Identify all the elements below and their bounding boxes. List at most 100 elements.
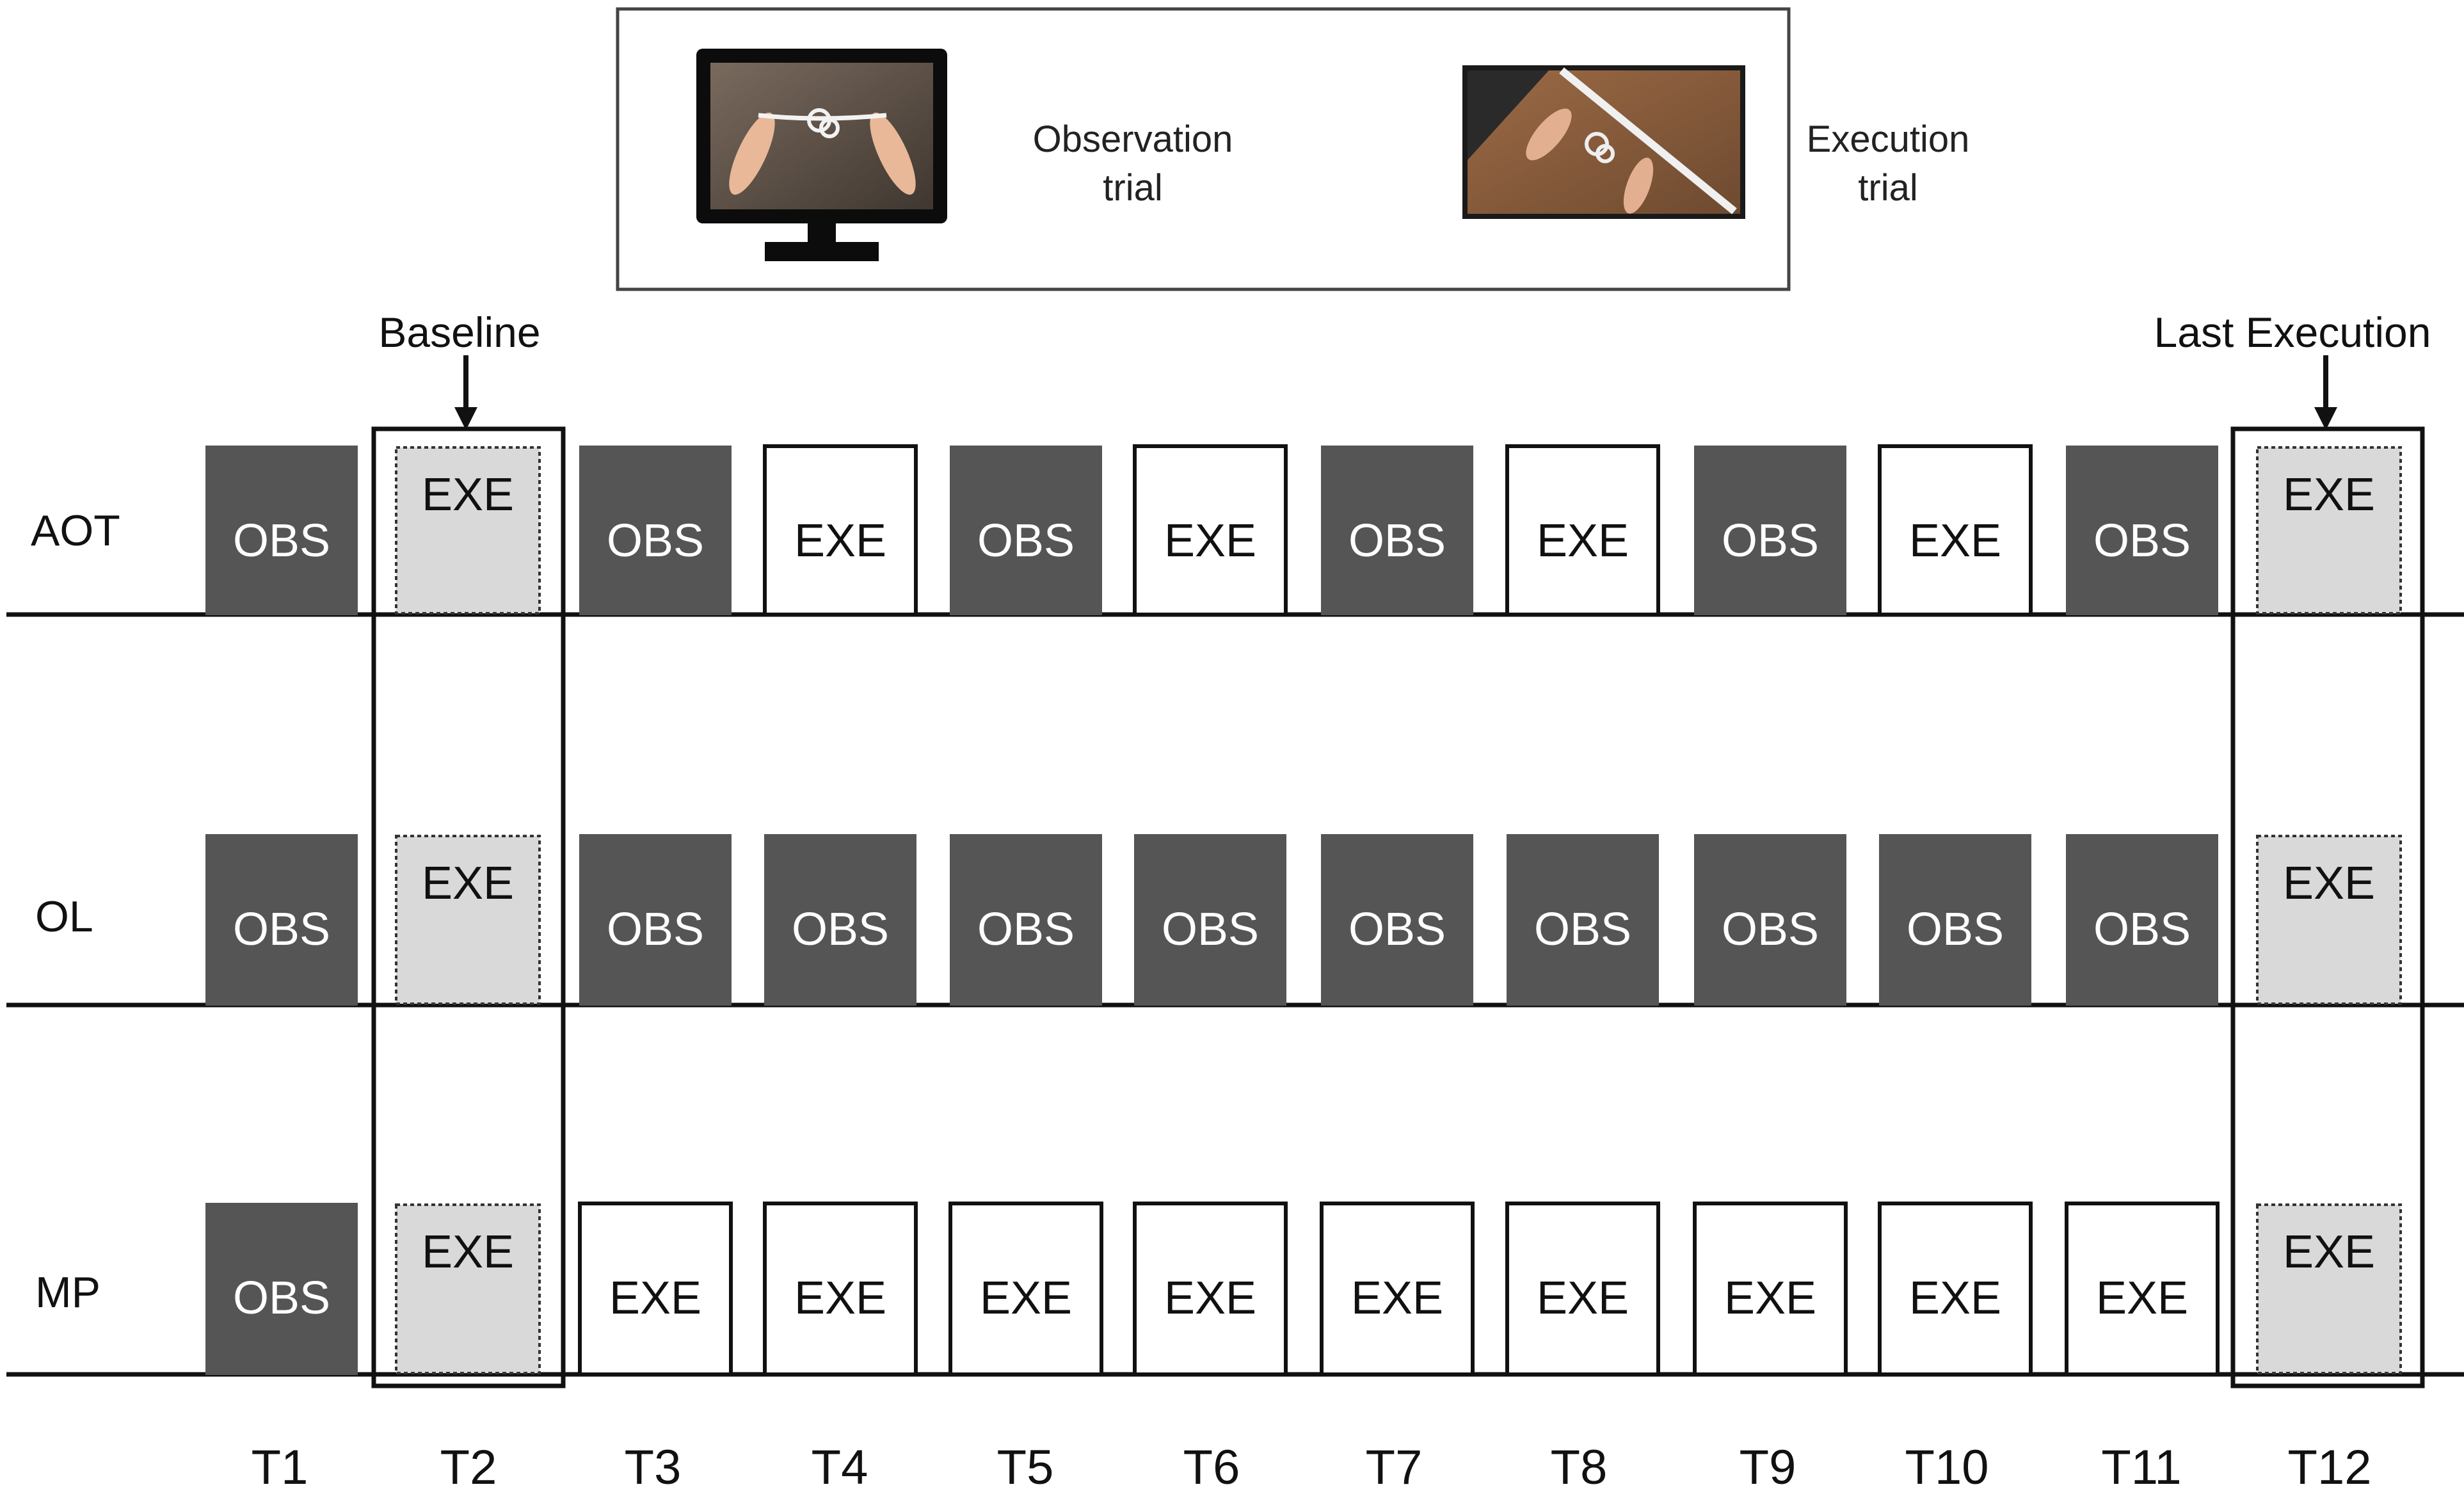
trial-box-label: EXE <box>794 515 886 567</box>
trial-box-label: EXE <box>1909 515 2001 567</box>
trial-box-label: EXE <box>980 1273 1072 1324</box>
trial-cell-aot-t12: EXE <box>2256 446 2402 615</box>
trial-label-t6: T6 <box>1183 1440 1240 1495</box>
trial-box <box>1133 444 1288 616</box>
trial-label-t11: T11 <box>2101 1440 2181 1495</box>
trial-box-label: EXE <box>422 1227 514 1278</box>
legend-observation-label-line2: trial <box>1103 167 1162 209</box>
legend-execution-label-line1: Execution <box>1807 118 1970 160</box>
trial-box-label: OBS <box>1348 515 1446 567</box>
trial-box-label: OBS <box>977 904 1075 955</box>
trial-box <box>205 446 358 615</box>
trial-box-label: EXE <box>794 1273 886 1324</box>
trial-box-label: OBS <box>1534 904 1631 955</box>
trial-cell-ol-t1: OBS <box>205 834 358 1006</box>
trial-cell-ol-t9: OBS <box>1694 834 1846 1006</box>
legend-execution-label-line2: trial <box>1858 167 1917 209</box>
trial-label-t2: T2 <box>440 1440 497 1495</box>
trial-box-label: OBS <box>233 904 330 955</box>
trial-cell-mp-t1: OBS <box>205 1203 358 1375</box>
trial-box <box>1878 444 2033 616</box>
trial-box <box>2066 446 2218 615</box>
trial-box-label: EXE <box>1537 1273 1629 1324</box>
trial-label-t5: T5 <box>997 1440 1054 1495</box>
trial-box <box>763 444 918 616</box>
trial-cell-mp-t2: EXE <box>395 1203 541 1374</box>
trial-box <box>1693 1202 1848 1376</box>
trial-box <box>579 834 732 1006</box>
row-label-ol: OL <box>35 892 93 941</box>
row-label-aot: AOT <box>31 506 120 555</box>
trial-box <box>764 834 916 1006</box>
trial-box <box>2256 1203 2402 1374</box>
trial-cell-ol-t12: EXE <box>2256 835 2402 1005</box>
trial-box-label: EXE <box>2283 1227 2375 1278</box>
trial-box-label: EXE <box>1164 1273 1256 1324</box>
trial-cell-mp-t11: EXE <box>2065 1202 2220 1376</box>
trial-box-label: EXE <box>609 1273 701 1324</box>
trial-cell-mp-t7: EXE <box>1320 1202 1475 1376</box>
trial-box-label: EXE <box>2283 469 2375 520</box>
trial-label-t7: T7 <box>1366 1440 1423 1495</box>
trial-box-label: OBS <box>1722 515 1819 567</box>
trial-box <box>2065 1202 2220 1376</box>
trial-box <box>948 1202 1103 1376</box>
legend-observation-label-line1: Observation <box>1033 118 1233 160</box>
baseline-label: Baseline <box>378 309 540 356</box>
trial-box <box>2256 446 2402 615</box>
trial-label-t9: T9 <box>1740 1440 1796 1495</box>
trial-cells: OBS EXE OBS EXE OBS EXE OBS EXE OBS EXE OBS EXE OBS E… <box>205 444 2402 1376</box>
trial-label-t10: T10 <box>1905 1440 1989 1495</box>
trial-cell-mp-t9: EXE <box>1693 1202 1848 1376</box>
trial-cell-ol-t7: OBS <box>1321 834 1473 1006</box>
trial-box <box>2256 835 2402 1005</box>
trial-box <box>205 1203 358 1375</box>
trial-cell-mp-t3: EXE <box>578 1202 733 1376</box>
trial-box <box>1320 1202 1475 1376</box>
trial-box <box>1505 1202 1660 1376</box>
trial-box <box>1507 834 1659 1006</box>
trial-box <box>1133 1202 1288 1376</box>
trial-box <box>205 834 358 1006</box>
trial-cell-ol-t6: OBS <box>1134 834 1286 1006</box>
trial-axis: T1 T2 T3 T4 T5 T6 T7 T8 T9 T10 T11 T12 <box>252 1440 2372 1495</box>
trial-cell-aot-t6: EXE <box>1133 444 1288 616</box>
baseline-highlight-frame <box>371 426 566 1388</box>
trial-box-label: EXE <box>1164 515 1256 567</box>
trial-cell-mp-t10: EXE <box>1878 1202 2033 1376</box>
trial-cell-mp-t8: EXE <box>1505 1202 1660 1376</box>
trial-box-label: OBS <box>792 904 889 955</box>
trial-box <box>763 1202 918 1376</box>
trial-box-label: OBS <box>977 515 1075 567</box>
trial-box <box>578 1202 733 1376</box>
trial-box <box>395 835 541 1005</box>
trial-box-label: OBS <box>1907 904 2004 955</box>
last-execution-arrow-icon <box>2314 355 2337 430</box>
legend-box: Observation trial Execution trial <box>616 7 1970 291</box>
trial-box-label: EXE <box>1909 1273 2001 1324</box>
trial-label-t8: T8 <box>1551 1440 1608 1495</box>
trial-box <box>2066 834 2218 1006</box>
trial-box <box>1694 834 1846 1006</box>
trial-box-label: OBS <box>607 904 704 955</box>
trial-box-label: OBS <box>607 515 704 567</box>
trial-cell-ol-t10: OBS <box>1879 834 2031 1006</box>
trial-cell-ol-t2: EXE <box>395 835 541 1005</box>
trial-box <box>950 446 1102 615</box>
trial-cell-ol-t11: OBS <box>2066 834 2218 1006</box>
trial-box <box>1505 444 1660 616</box>
trial-cell-aot-t2: EXE <box>395 446 541 615</box>
trial-cell-aot-t5: OBS <box>950 446 1102 615</box>
trial-box-label: EXE <box>2283 858 2375 909</box>
trial-box-label: OBS <box>1722 904 1819 955</box>
trial-cell-ol-t8: OBS <box>1507 834 1659 1006</box>
trial-box-label: OBS <box>1162 904 1259 955</box>
trial-cell-aot-t3: OBS <box>579 446 732 615</box>
trial-cell-aot-t8: EXE <box>1505 444 1660 616</box>
baseline-arrow-icon <box>454 355 477 430</box>
trial-cell-mp-t4: EXE <box>763 1202 918 1376</box>
trial-cell-mp-t6: EXE <box>1133 1202 1288 1376</box>
trial-cell-aot-t10: EXE <box>1878 444 2033 616</box>
trial-box-label: OBS <box>1348 904 1446 955</box>
